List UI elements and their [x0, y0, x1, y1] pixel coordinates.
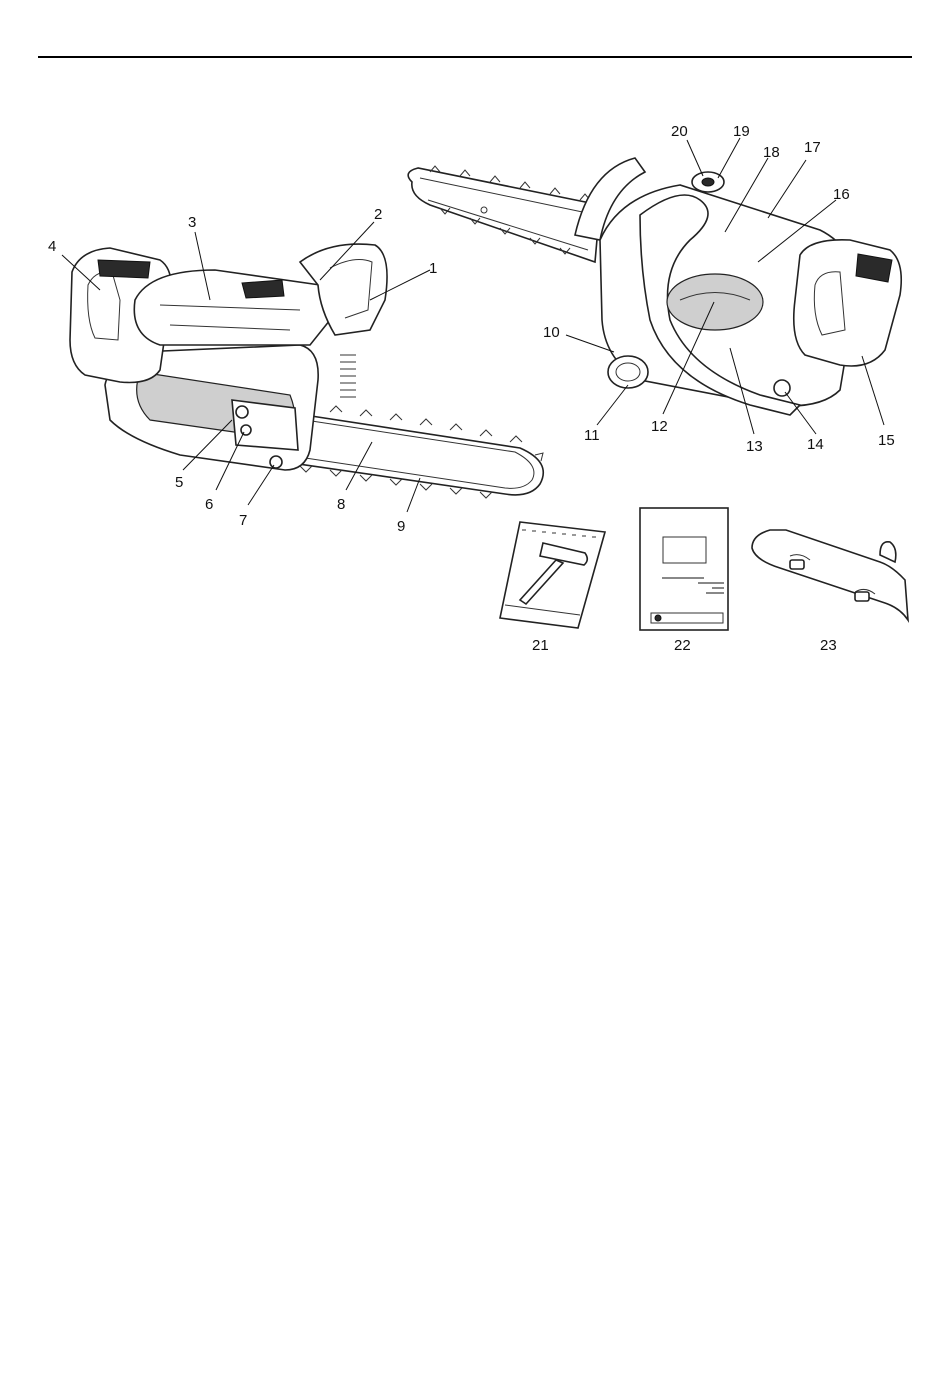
guide-bar-cover-icon: [752, 530, 908, 620]
callout-12: 12: [651, 418, 668, 435]
callout-16: 16: [833, 186, 850, 203]
callout-7: 7: [239, 512, 247, 529]
callout-15: 15: [878, 432, 895, 449]
callout-19: 19: [733, 123, 750, 140]
callout-22: 22: [674, 637, 691, 654]
callout-8: 8: [337, 496, 345, 513]
callout-17: 17: [804, 139, 821, 156]
callout-20: 20: [671, 123, 688, 140]
callout-1: 1: [429, 260, 437, 277]
callout-13: 13: [746, 438, 763, 455]
callout-10: 10: [543, 324, 560, 341]
combination-wrench-icon: [500, 522, 605, 628]
instruction-manual-icon: [640, 508, 728, 630]
callout-11: 11: [584, 427, 600, 444]
callout-14: 14: [807, 436, 824, 453]
callout-18: 18: [763, 144, 780, 161]
callout-23: 23: [820, 637, 837, 654]
callout-2: 2: [374, 206, 382, 223]
callout-9: 9: [397, 518, 405, 535]
callout-5: 5: [175, 474, 183, 491]
chainsaw-rear-view-icon: [408, 158, 901, 415]
callout-6: 6: [205, 496, 213, 513]
callout-4: 4: [48, 238, 56, 255]
chainsaw-side-view-icon: [70, 244, 543, 498]
callout-3: 3: [188, 214, 196, 231]
callout-21: 21: [532, 637, 549, 654]
